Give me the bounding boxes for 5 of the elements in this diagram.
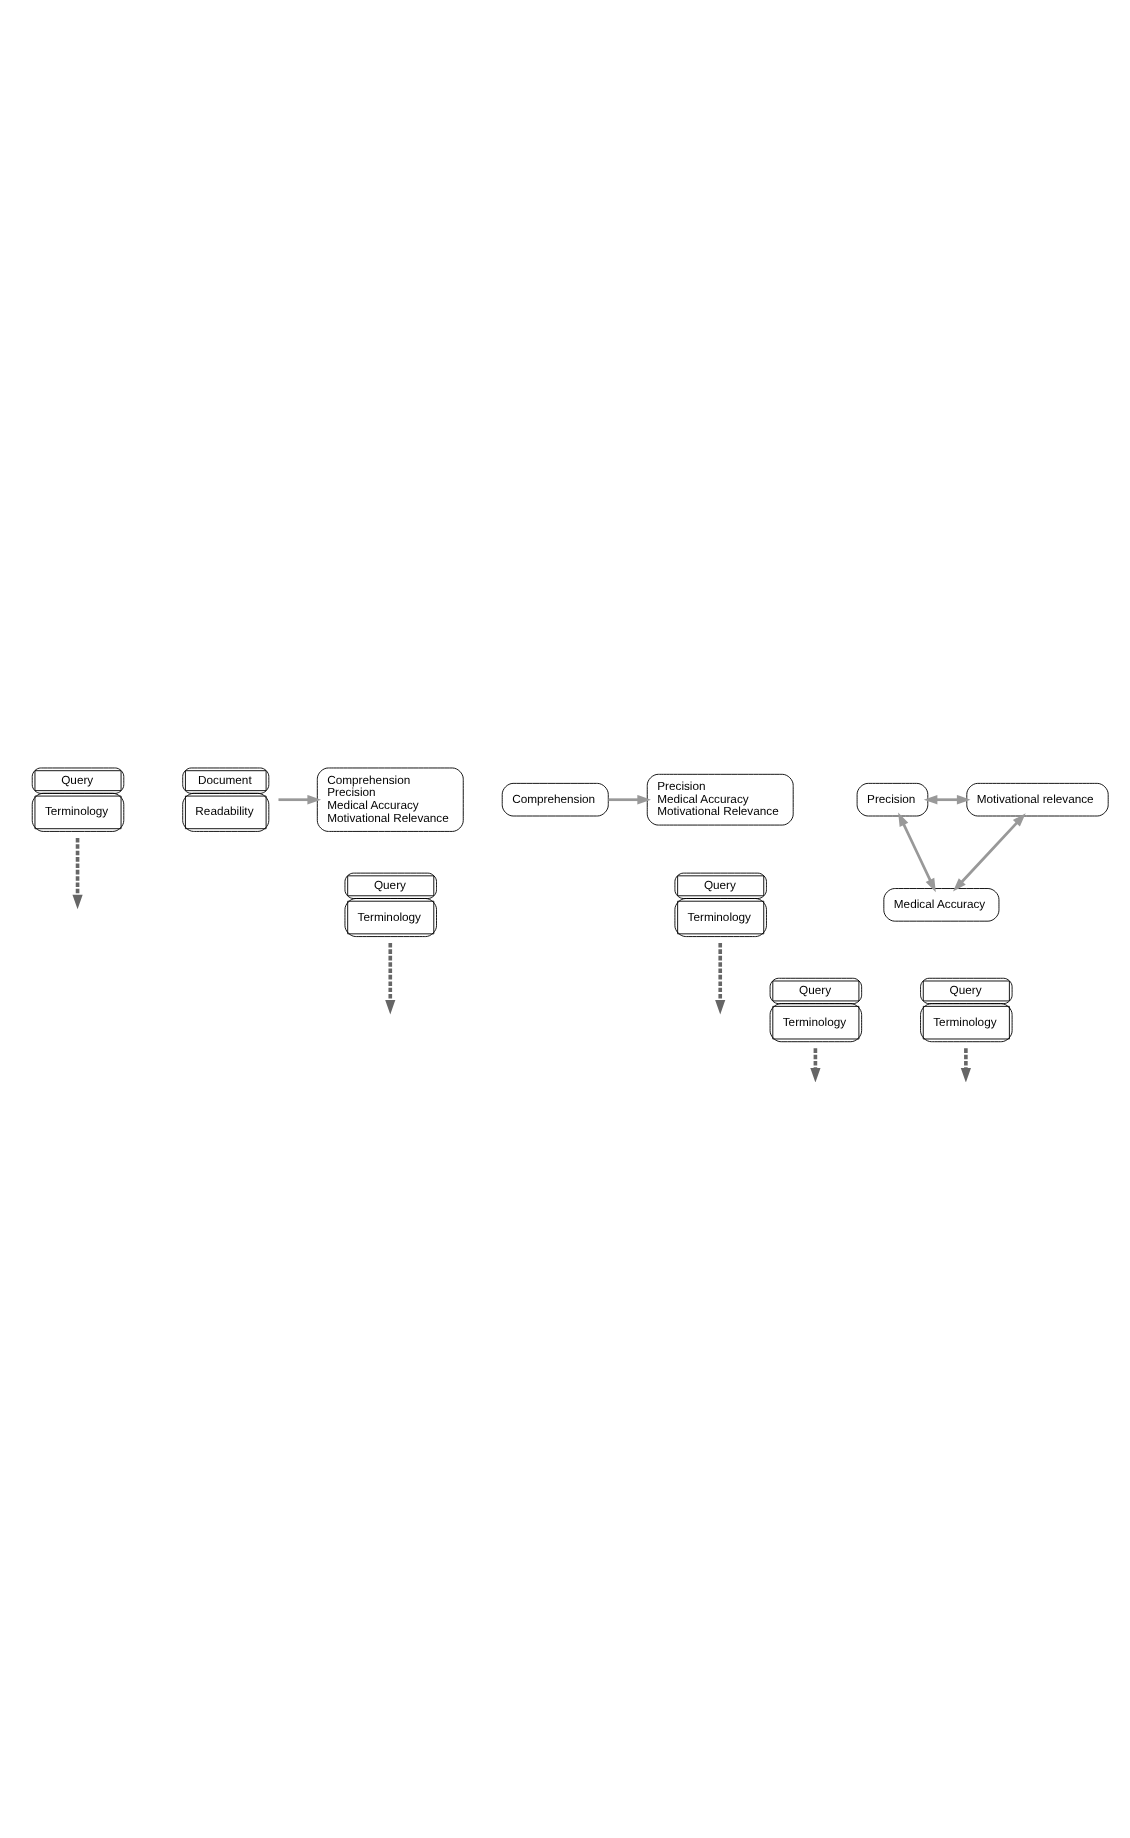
arrow xyxy=(278,793,322,804)
arrow xyxy=(898,811,936,892)
arrow xyxy=(608,793,651,804)
arrow xyxy=(923,793,971,804)
arrow xyxy=(953,812,1026,891)
